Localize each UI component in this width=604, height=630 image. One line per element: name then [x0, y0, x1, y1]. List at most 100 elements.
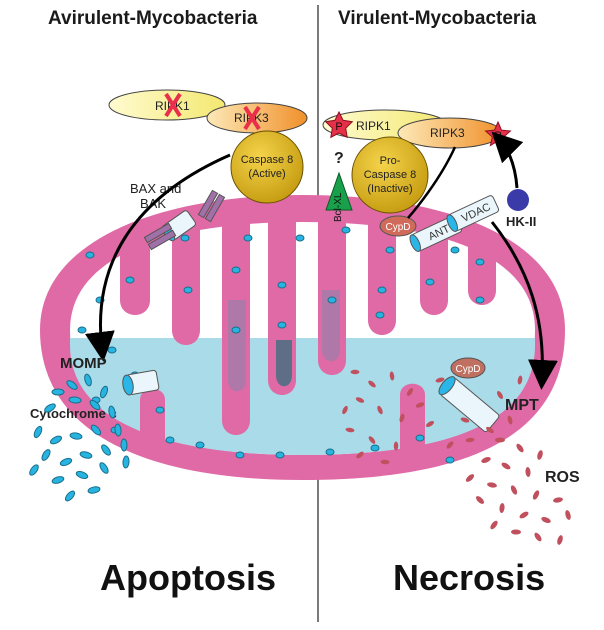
- ros-group: [465, 437, 571, 545]
- vesicle: [475, 258, 485, 266]
- ros-molecule: [565, 510, 571, 520]
- mpt-pore: CypD: [438, 357, 500, 432]
- ros-molecule: [377, 405, 383, 415]
- ros-molecule: [519, 511, 529, 519]
- bax-bak-pore: [143, 189, 226, 251]
- ros-molecule: [497, 390, 503, 400]
- cytochrome-c-molecule: [90, 424, 102, 436]
- crista: [172, 222, 200, 345]
- vesicle: [180, 234, 190, 242]
- caspase8-active: [230, 130, 304, 204]
- cytochrome-c-molecule: [68, 396, 82, 404]
- cytochrome-c-molecule: [122, 455, 130, 469]
- ros-molecule: [389, 371, 395, 381]
- left-caspase8: Caspase 8 (Active): [230, 130, 304, 204]
- ros-molecule: [487, 482, 497, 488]
- ros-molecule: [415, 402, 425, 408]
- right-ripk-complex: RIPK1 RIPK3 P P: [322, 109, 512, 149]
- cytochrome-c-molecule: [84, 373, 92, 387]
- mitochondrion: [40, 195, 565, 480]
- bax-bak-rods: [197, 189, 226, 223]
- hk2-label: HK-II: [506, 214, 536, 229]
- vesicle: [325, 448, 335, 456]
- ros-label: ROS: [545, 469, 580, 486]
- vesicle: [295, 234, 305, 242]
- apoptosis-label: Apoptosis: [100, 557, 276, 598]
- vesicle: [165, 436, 175, 444]
- vesicle: [425, 278, 435, 286]
- cytochrome-c-molecule: [75, 471, 89, 479]
- vesicle: [341, 226, 351, 234]
- ros-molecule: [516, 443, 524, 453]
- left-ripk-complex: RIPK1 RIPK3: [108, 89, 308, 134]
- cypd-protein: CypD: [379, 215, 417, 237]
- crista: [120, 222, 150, 315]
- cytochrome-c-molecule: [89, 399, 101, 411]
- necrosis-label: Necrosis: [393, 557, 546, 598]
- ros-molecule: [534, 532, 542, 542]
- momp-pore: [122, 369, 160, 396]
- left-title: Avirulent-Mycobacteria: [48, 8, 258, 29]
- vesicle: [385, 246, 395, 254]
- left-ripk1: [108, 89, 226, 121]
- vesicle: [450, 246, 460, 254]
- ros-molecule: [350, 369, 360, 375]
- vesicle: [243, 234, 253, 242]
- vesicle: [125, 276, 135, 284]
- cytochrome-c-molecule: [51, 388, 65, 396]
- ros-molecule: [475, 496, 485, 504]
- vesicle: [377, 286, 387, 294]
- vesicle: [375, 311, 385, 319]
- ros-molecule: [355, 397, 365, 403]
- ros-molecule: [465, 437, 475, 443]
- ripk1-phospho-label: P: [335, 121, 342, 133]
- cytochrome-c-group: [29, 373, 130, 502]
- procaspase8-line3: (Inactive): [367, 183, 412, 195]
- vesicle: [445, 456, 455, 464]
- cypd-label: CypD: [385, 222, 410, 233]
- vesicle: [277, 321, 287, 329]
- cytochrome-c-molecule: [44, 403, 56, 413]
- ros-molecule: [537, 450, 543, 460]
- ros-molecule: [525, 467, 531, 477]
- cytochrome-c-molecule: [64, 490, 76, 502]
- cytochrome-c-molecule: [99, 385, 109, 399]
- cytochrome-c-molecule: [33, 425, 43, 439]
- ros-molecule: [490, 520, 498, 530]
- vesicle: [475, 296, 485, 304]
- ros-molecule: [446, 441, 454, 449]
- vesicle: [231, 266, 241, 274]
- cytochrome-c-molecule: [51, 476, 65, 484]
- ros-molecule: [541, 517, 551, 523]
- bclxl-triangle: Bcl-XL: [325, 171, 353, 222]
- bclxl-label: Bcl-XL: [333, 192, 344, 222]
- ros-molecule: [553, 497, 563, 503]
- ros-molecule: [499, 503, 505, 513]
- hk2-protein: [507, 189, 529, 211]
- crista-overlap: [228, 300, 246, 392]
- apoptosis-arrow: [84, 153, 231, 362]
- necrosis-arrow: [490, 221, 558, 390]
- question-mark: ?: [334, 150, 344, 167]
- cytochrome-c-molecule: [49, 435, 63, 445]
- caspase8-state: (Active): [248, 168, 285, 180]
- ros-molecule: [511, 529, 521, 535]
- vesicle: [85, 251, 95, 259]
- ros-molecule: [532, 490, 540, 500]
- cytochrome-c-molecule: [41, 449, 51, 461]
- vesicle: [277, 281, 287, 289]
- ros-molecule: [507, 415, 513, 425]
- ros-molecule: [460, 417, 470, 423]
- cytochrome-c-molecule: [59, 457, 73, 467]
- procaspase8-line2: Caspase 8: [364, 169, 417, 181]
- procaspase8-line1: Pro-: [380, 155, 401, 167]
- left-ripk3-cross-icon: [243, 105, 261, 131]
- ros-molecule: [486, 426, 494, 434]
- ros-molecule: [501, 462, 511, 470]
- vesicle: [107, 346, 117, 354]
- vesicle: [235, 451, 245, 459]
- ros-molecule: [342, 405, 348, 415]
- cytochrome-c-molecule: [114, 423, 122, 437]
